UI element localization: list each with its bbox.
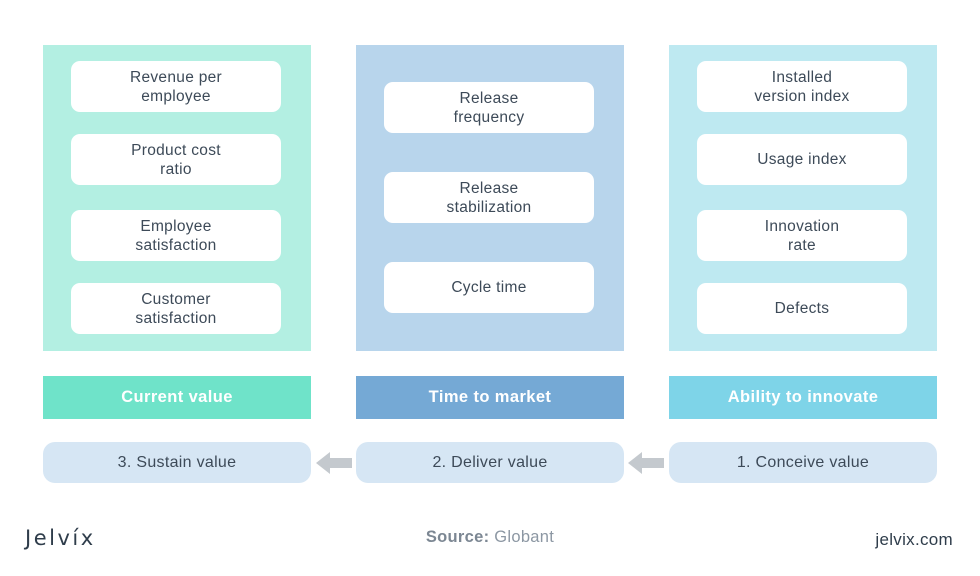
metric-card-release-stabilization: Release stabilization (384, 172, 594, 223)
metric-card-cycle-time: Cycle time (384, 262, 594, 313)
metric-card-innovation-rate: Innovation rate (697, 210, 907, 261)
arrow-left-icon (316, 452, 352, 474)
arrow-left-icon (628, 452, 664, 474)
header-current-value: Current value (43, 376, 311, 419)
source-label: Source: (425, 528, 490, 546)
step-sustain-value: 3. Sustain value (43, 442, 311, 483)
panel-current-value: Revenue per employee Product cost ratio … (43, 45, 311, 351)
metric-card-revenue-per-employee: Revenue per employee (71, 61, 281, 112)
header-time-to-market: Time to market (356, 376, 624, 419)
metric-card-installed-version-index: Installed version index (697, 61, 907, 112)
jelvix-logo: Jelvíx (25, 526, 96, 550)
metric-card-usage-index: Usage index (697, 134, 907, 185)
source-caption: Source: Globant (0, 528, 980, 547)
panel-ability-to-innovate: Installed version index Usage index Inno… (669, 45, 937, 351)
metric-card-employee-satisfaction: Employee satisfaction (71, 210, 281, 261)
header-ability-to-innovate: Ability to innovate (669, 376, 937, 419)
step-conceive-value: 1. Conceive value (669, 442, 937, 483)
metric-card-product-cost-ratio: Product cost ratio (71, 134, 281, 185)
source-value: Globant (489, 528, 555, 546)
metric-card-customer-satisfaction: Customer satisfaction (71, 283, 281, 334)
panel-time-to-market: Release frequency Release stabilization … (356, 45, 624, 351)
metric-card-defects: Defects (697, 283, 907, 334)
metric-card-release-frequency: Release frequency (384, 82, 594, 133)
step-deliver-value: 2. Deliver value (356, 442, 624, 483)
site-url: jelvix.com (875, 530, 953, 549)
